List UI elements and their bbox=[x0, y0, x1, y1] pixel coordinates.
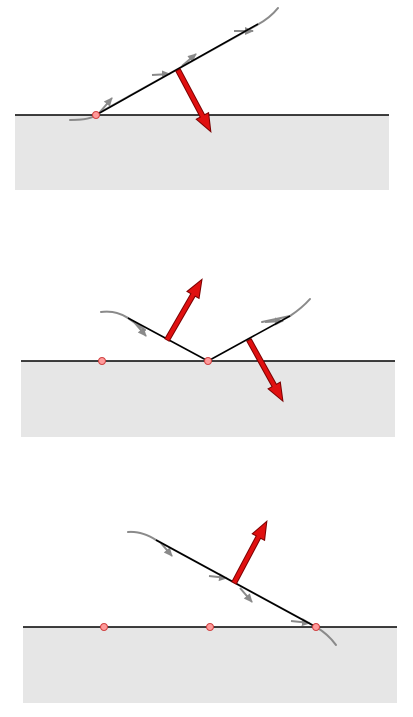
force-arrow-icon bbox=[246, 338, 284, 403]
tangent-line bbox=[95, 23, 259, 116]
tangent-line bbox=[207, 315, 291, 362]
panel-2 bbox=[21, 278, 395, 437]
guide-arrow-icon bbox=[239, 587, 253, 603]
contact-point bbox=[98, 357, 106, 365]
panel-1 bbox=[15, 7, 389, 190]
surface-block bbox=[23, 627, 397, 703]
force-arrow-icon bbox=[175, 68, 212, 134]
guide-arrow-icon bbox=[133, 321, 147, 337]
guide-curve bbox=[100, 310, 146, 331]
guide-arrow-icon bbox=[151, 70, 171, 79]
guide-curve bbox=[69, 7, 279, 121]
surface-block bbox=[21, 361, 395, 437]
force-arrow-icon bbox=[164, 278, 203, 342]
panel-3 bbox=[23, 519, 397, 703]
guide-arrow-icon bbox=[159, 541, 173, 557]
guide-arrow-icon bbox=[99, 97, 113, 113]
contact-point bbox=[100, 623, 108, 631]
contact-point bbox=[206, 623, 214, 631]
surface-block bbox=[15, 115, 389, 190]
guide-curve bbox=[261, 298, 311, 323]
contact-point bbox=[92, 111, 100, 119]
contact-point bbox=[204, 357, 212, 365]
force-arrow-icon bbox=[231, 519, 268, 585]
guide-arrow-icon bbox=[181, 53, 197, 67]
contact-point bbox=[312, 623, 320, 631]
